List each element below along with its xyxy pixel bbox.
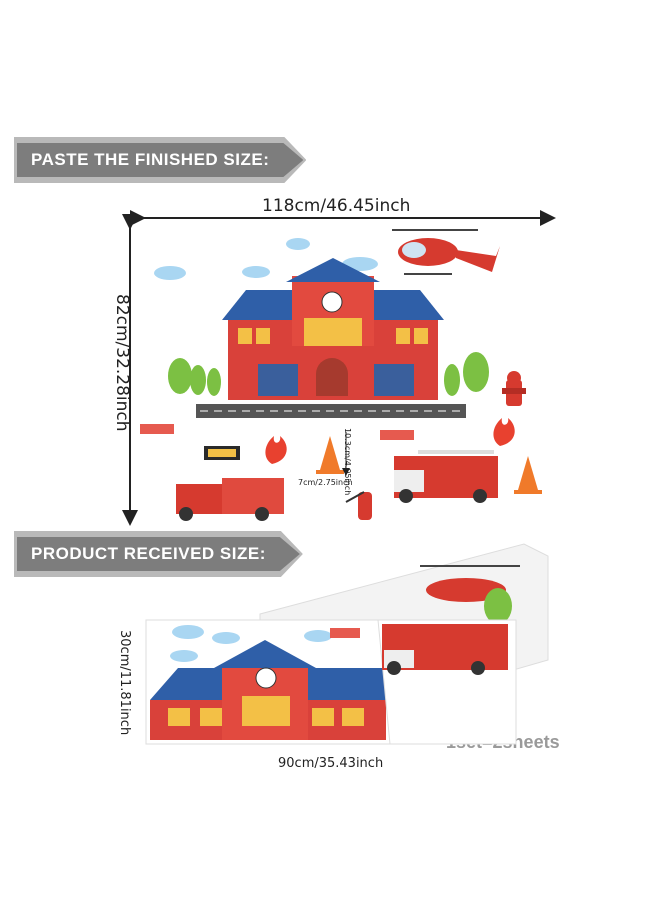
fire-truck-icon xyxy=(176,478,284,521)
received-size-banner: PRODUCT RECEIVED SIZE: xyxy=(14,534,303,574)
sheet-front xyxy=(145,619,391,745)
barrier-icon xyxy=(140,424,414,460)
tree-icon xyxy=(168,352,489,396)
helicopter-icon xyxy=(392,229,500,275)
received-width-label: 90cm/35.43inch xyxy=(278,756,384,771)
received-size-label: PRODUCT RECEIVED SIZE: xyxy=(17,537,300,571)
sheet-curl xyxy=(330,619,517,745)
cone-icon xyxy=(316,436,542,494)
fire-station-icon xyxy=(196,258,466,418)
ladder-truck-icon xyxy=(394,450,498,503)
extinguisher-icon xyxy=(345,491,372,520)
finished-size-label: PASTE THE FINISHED SIZE: xyxy=(17,143,303,177)
finished-size-banner: PASTE THE FINISHED SIZE: xyxy=(14,140,306,180)
hydrant-icon xyxy=(502,371,526,406)
cone-width-label: 7cm/2.75inch xyxy=(298,478,353,487)
